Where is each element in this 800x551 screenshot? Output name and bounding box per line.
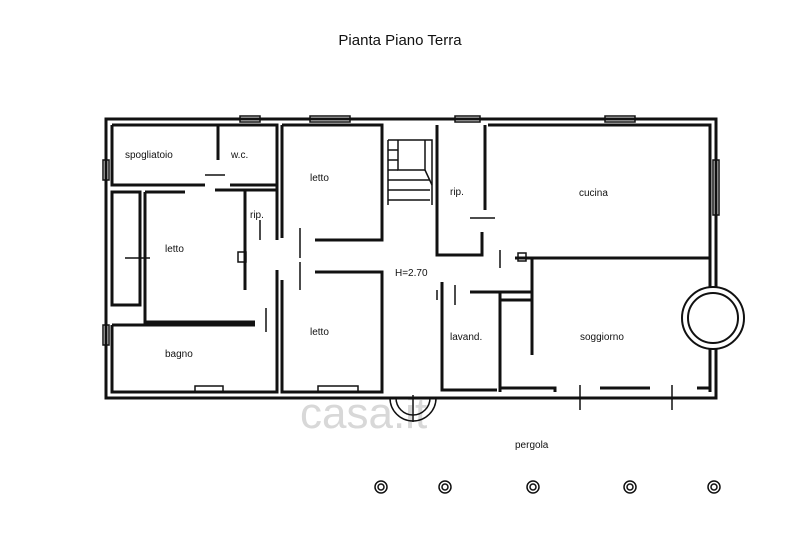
pergola-column [623,480,637,494]
room-label-letto-bottom: letto [310,327,329,338]
room-label-letto-left: letto [165,244,184,255]
pergola-label: pergola [515,440,549,451]
pergola-column [526,480,540,494]
room-label-soggiorno: soggiorno [580,332,624,343]
room-label-cucina: cucina [579,188,608,199]
room-label-letto-top: letto [310,173,329,184]
room-label-rip-right: rip. [450,187,464,198]
room-label-wc: w.c. [230,150,248,161]
pergola-column [707,480,721,494]
room-label-lavand: lavand. [450,332,482,343]
room-label-rip-left: rip. [250,210,264,221]
stair-steps [388,149,433,201]
room-label-bagno: bagno [165,349,193,360]
room-labels: spogliatoio w.c. letto rip. letto letto … [125,150,624,451]
plan-title: Pianta Piano Terra [338,32,462,49]
walls [102,115,745,422]
room-label-spogliatoio: spogliatoio [125,150,173,161]
watermark: casa.it [300,389,427,438]
pergola-column [374,480,388,494]
pergola-columns [374,480,721,494]
pergola-column [438,480,452,494]
ceiling-height: H=2.70 [395,268,428,279]
